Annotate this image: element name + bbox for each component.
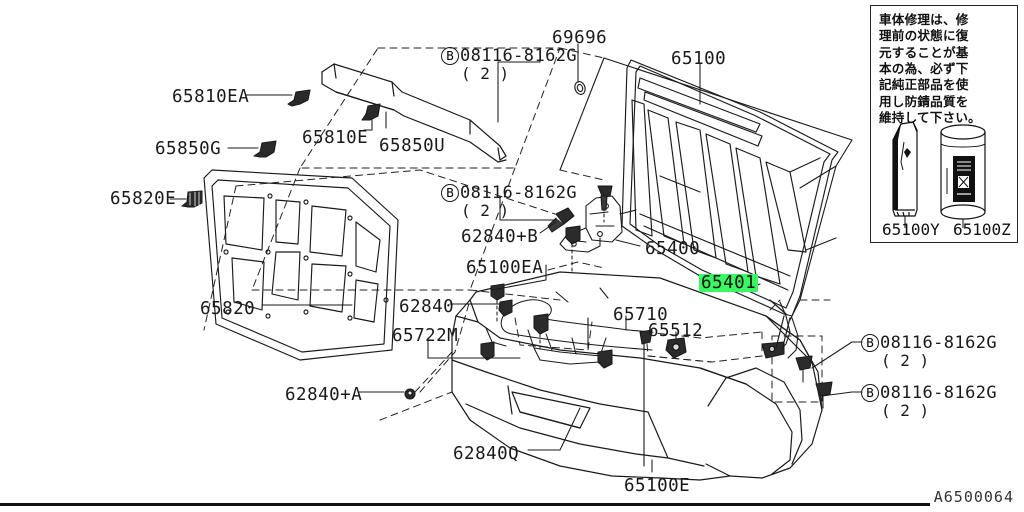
product-caption-65100Y: 65100Y [882, 220, 940, 239]
note-line-3: 元することが基 [879, 44, 969, 60]
part-label-62840: 62840 [399, 297, 455, 317]
note-line-7: 維持して下さい。 [879, 110, 981, 126]
part-label-62840B: 62840+B [461, 227, 539, 247]
fastener-qty: ( 2 ) [461, 64, 510, 83]
part-label-65710: 65710 [613, 305, 669, 325]
part-label-65512: 65512 [648, 321, 704, 341]
part-label-62840A: 62840+A [285, 385, 363, 405]
part-label-65722M: 65722M [392, 326, 459, 346]
part-label-65850U: 65850U [379, 136, 446, 156]
part-label-65100: 65100 [671, 49, 727, 69]
circled-b-icon: B [861, 334, 879, 352]
part-label-65100E: 65100E [624, 476, 691, 496]
fastener-qty: ( 2 ) [461, 201, 510, 220]
note-line-2: 理前の状態に復 [879, 28, 969, 44]
part-label-65810E: 65810E [302, 128, 369, 148]
note-line-6: 用し防錆品質を [879, 93, 969, 109]
repair-note-text: 車体修理は、修 理前の状態に復 元することが基 本の為、必ず下 記純正部品を使 … [879, 12, 1011, 127]
part-label-65850G: 65850G [155, 139, 222, 159]
product-caption-65100Z: 65100Z [953, 220, 1011, 239]
circled-b-icon: B [441, 184, 459, 202]
footer-divider [0, 503, 930, 506]
part-label-69696: 69696 [552, 28, 608, 48]
part-label-65820: 65820 [200, 299, 256, 319]
highlighted-part-label-65401[interactable]: 65401 [699, 273, 759, 293]
note-line-1: 車体修理は、修 [879, 12, 969, 27]
sealant-products-artwork [892, 121, 986, 228]
fastener-qty: ( 2 ) [881, 351, 930, 370]
repair-note-box: 車体修理は、修 理前の状態に復 元することが基 本の為、必ず下 記純正部品を使 … [870, 5, 1018, 243]
part-label-65400: 65400 [645, 239, 701, 259]
diagram-reference-code: A6500064 [933, 488, 1014, 506]
fastener-qty: ( 2 ) [881, 401, 930, 420]
note-line-4: 本の為、必ず下 [879, 61, 969, 77]
part-label-65100EA: 65100EA [466, 258, 544, 278]
circled-b-icon: B [861, 384, 879, 402]
part-label-65820E: 65820E [110, 189, 177, 209]
note-line-5: 記純正部品を使 [879, 77, 969, 93]
part-label-62840Q: 62840Q [453, 444, 520, 464]
circled-b-icon: B [441, 47, 459, 65]
part-label-65810EA: 65810EA [172, 87, 250, 107]
